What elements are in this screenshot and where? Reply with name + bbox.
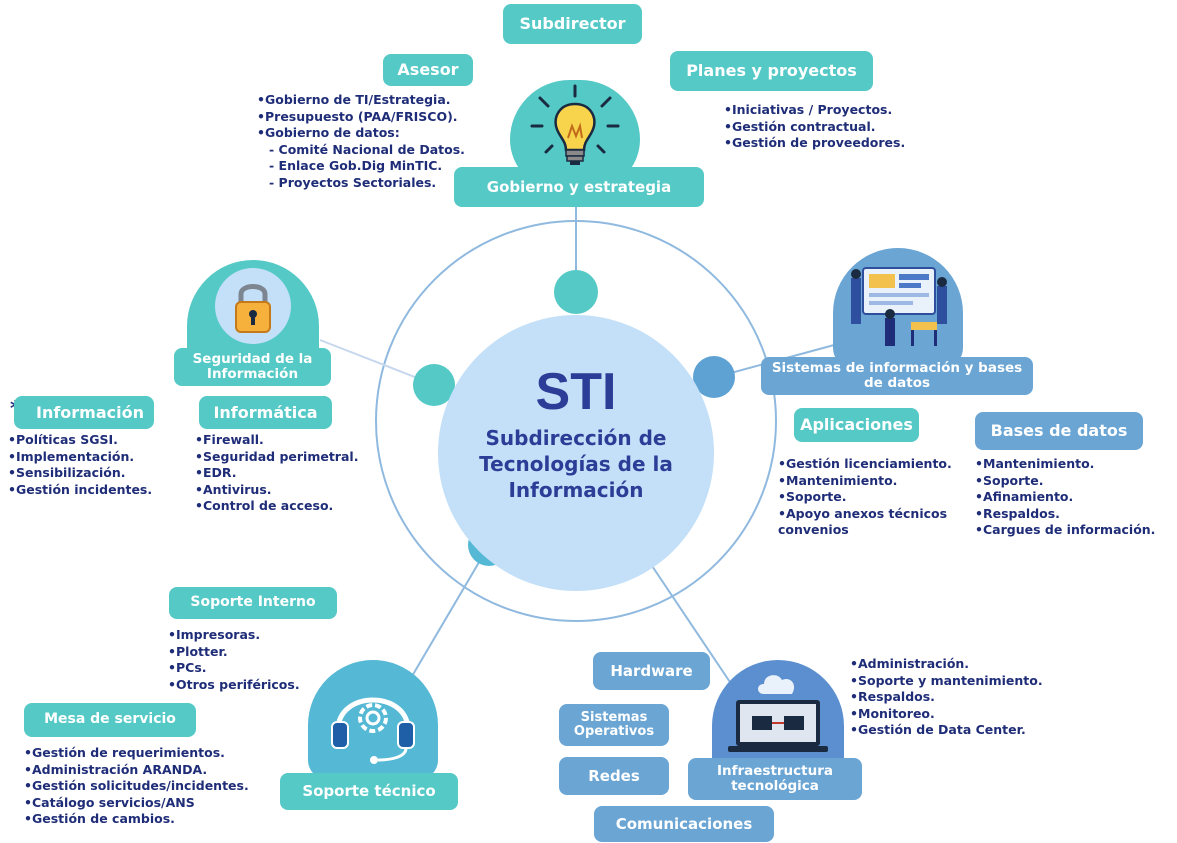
list-item: Gobierno de datos: (257, 125, 465, 142)
list-item: Gestión solicitudes/incidentes. (24, 778, 249, 795)
list-item: Firewall. (195, 432, 358, 449)
list-item: Soporte. (778, 489, 952, 506)
sistemas-operativos-label: Sistemas Operativos (559, 704, 669, 746)
redes-label: Redes (559, 757, 669, 795)
list-item: Soporte. (975, 473, 1155, 490)
list-item: Administración. (850, 656, 1043, 673)
list-item: Mantenimiento. (975, 456, 1155, 473)
cloud-server-icon (728, 675, 828, 752)
center-title: STI (535, 363, 617, 421)
list-item: Apoyo anexos técnicos (778, 506, 952, 523)
aplicaciones-label: Aplicaciones (794, 408, 919, 442)
headset-gear-icon (331, 697, 415, 764)
list-item: Otros periféricos. (168, 677, 300, 694)
comunicaciones-label: Comunicaciones (594, 806, 774, 842)
soporte-interno-list: Impresoras. Plotter. PCs. Otros periféri… (168, 627, 300, 693)
list-item: Antivirus. (195, 482, 358, 499)
list-item: Control de acceso. (195, 498, 358, 515)
informatica-label: Informática (199, 396, 332, 429)
bases-datos-list: Mantenimiento. Soporte. Afinamiento. Res… (975, 456, 1155, 539)
bases-datos-label: Bases de datos (975, 412, 1143, 450)
list-item: Gestión de proveedores. (724, 135, 905, 152)
list-item: Gestión de Data Center. (850, 722, 1043, 739)
padlock-graphic (235, 284, 271, 333)
spoke-infraestructura (639, 547, 743, 701)
headset-node (308, 660, 438, 780)
planes-proyectos-label: Planes y proyectos (670, 51, 873, 91)
informatica-list: Firewall. Seguridad perimetral. EDR. Ant… (195, 432, 358, 515)
list-item: EDR. (195, 465, 358, 482)
mesa-servicio-list: Gestión de requerimientos. Administració… (24, 745, 249, 828)
list-item: Plotter. (168, 644, 300, 661)
asesor-list: Gobierno de TI/Estrategia. Presupuesto (… (257, 92, 465, 191)
infraestructura-list: Administración. Soporte y mantenimiento.… (850, 656, 1043, 739)
list-item: PCs. (168, 660, 300, 677)
list-item: Soporte y mantenimiento. (850, 673, 1043, 690)
list-item: Gestión de requerimientos. (24, 745, 249, 762)
node-label-gobierno: Gobierno y estrategia (454, 167, 704, 207)
list-item: Políticas SGSI. (8, 432, 152, 449)
people-dashboard-icon (851, 267, 947, 346)
list-item: Gestión de cambios. (24, 811, 249, 828)
center-subtitle: Subdirección de Tecnologías de la Inform… (479, 426, 673, 502)
list-item: Monitoreo. (850, 706, 1043, 723)
list-item: Gestión contractual. (724, 119, 905, 136)
node-label-sistemas: Sistemas de información y bases de datos (761, 357, 1033, 395)
hardware-label: Hardware (593, 652, 710, 690)
node-dot-sistemas (693, 356, 735, 398)
list-item: Implementación. (8, 449, 152, 466)
subdirector-label: Subdirector (503, 4, 642, 44)
node-dot-gobierno (554, 270, 598, 314)
list-subitem: Comité Nacional de Datos. (257, 142, 465, 159)
padlock-icon (215, 268, 291, 344)
list-item: Catálogo servicios/ANS (24, 795, 249, 812)
aplicaciones-list: Gestión licenciamiento. Mantenimiento. S… (778, 456, 952, 539)
mesa-servicio-label: Mesa de servicio (24, 703, 196, 737)
people-dashboard-node (833, 248, 963, 368)
planes-list: Iniciativas / Proyectos. Gestión contrac… (724, 102, 905, 152)
list-item: Sensibilización. (8, 465, 152, 482)
list-item: Cargues de información. (975, 522, 1155, 539)
center-circle (438, 315, 714, 591)
informacion-label: Información (14, 396, 154, 429)
node-label-infraestructura: Infraestructura tecnológica (688, 758, 862, 800)
list-item: Administración ARANDA. (24, 762, 249, 779)
informacion-list: Políticas SGSI. Implementación. Sensibil… (8, 432, 152, 498)
list-item: Respaldos. (975, 506, 1155, 523)
list-subitem: Enlace Gob.Dig MinTIC. (257, 158, 465, 175)
list-item-continuation: convenios (778, 522, 849, 537)
list-item: Afinamiento. (975, 489, 1155, 506)
list-item: Seguridad perimetral. (195, 449, 358, 466)
node-dot-seguridad (413, 364, 455, 406)
list-item: Respaldos. (850, 689, 1043, 706)
node-label-seguridad: Seguridad de la Información (174, 348, 331, 386)
node-label-soporte: Soporte técnico (280, 773, 458, 810)
lightbulb-graphic (530, 84, 620, 165)
list-subitem: Proyectos Sectoriales. (257, 175, 465, 192)
list-item: Impresoras. (168, 627, 300, 644)
spoke-seguridad (319, 339, 431, 384)
soporte-interno-label: Soporte Interno (169, 587, 337, 619)
list-item: Iniciativas / Proyectos. (724, 102, 905, 119)
list-item: Presupuesto (PAA/FRISCO). (257, 109, 465, 126)
asesor-label: Asesor (383, 54, 473, 86)
list-item: Gobierno de TI/Estrategia. (257, 92, 465, 109)
list-item: Gestión licenciamiento. (778, 456, 952, 473)
list-item: Mantenimiento. (778, 473, 952, 490)
list-item: Gestión incidentes. (8, 482, 152, 499)
